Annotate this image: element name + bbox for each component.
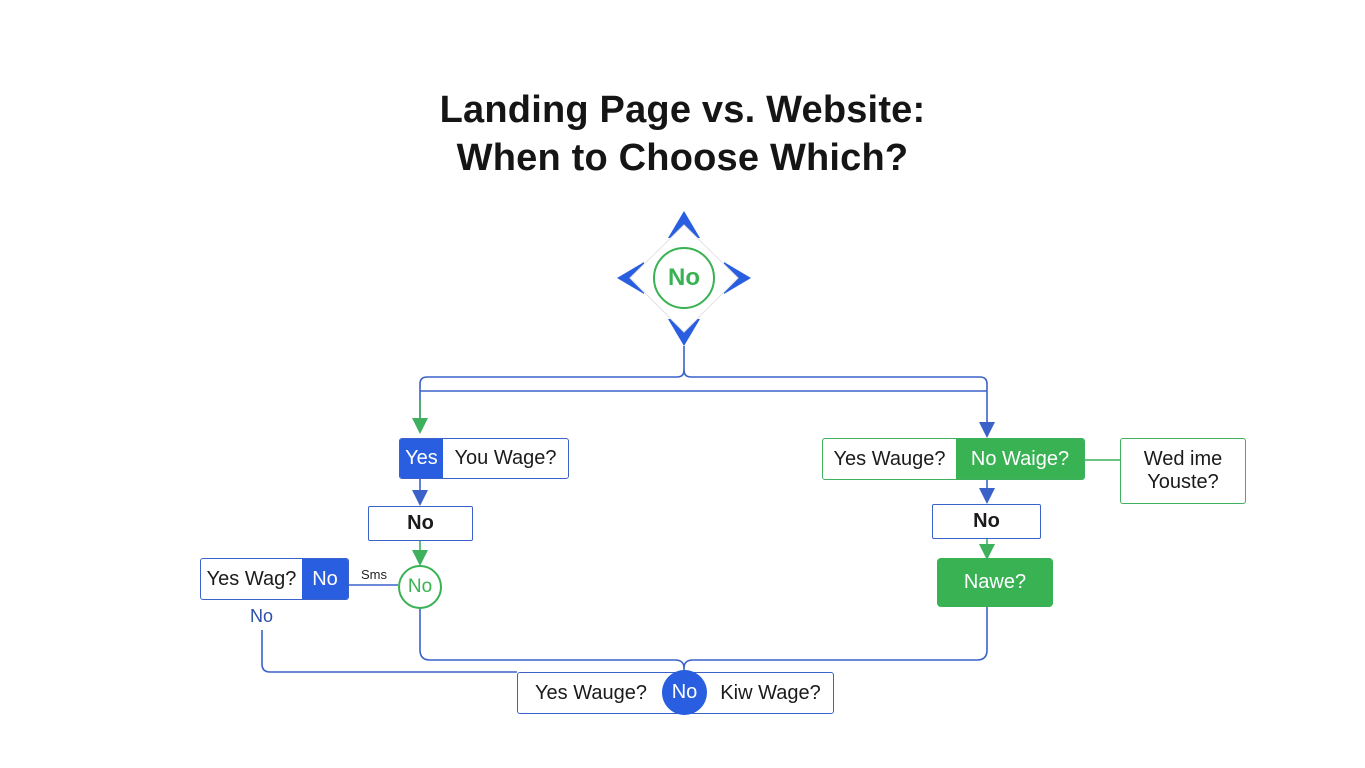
- left-question-node: Yes You Wage?: [399, 438, 569, 479]
- title-line-1: Landing Page vs. Website:: [439, 89, 926, 131]
- side-note-line-1: Wed ime: [1143, 448, 1223, 470]
- right-question-node: Yes Wauge? No Waige?: [822, 438, 1085, 480]
- question-label: You Wage?: [454, 447, 557, 469]
- side-note-line-2: Youste?: [1147, 471, 1219, 493]
- bottom-left-label: Yes Wauge?: [535, 681, 647, 704]
- left-no-box: No: [368, 506, 473, 541]
- left-side-node: Yes Wag? No: [200, 558, 349, 600]
- bottom-right-label: Kiw Wage?: [720, 681, 821, 704]
- right-question-label: Yes Wauge?: [833, 447, 946, 470]
- right-action-box: Nawe?: [937, 558, 1053, 607]
- side-no-tag: No: [302, 559, 348, 599]
- top-decision-no: No: [653, 247, 715, 309]
- loose-no-label: No: [250, 606, 274, 626]
- page-title: Landing Page vs. Website: When to Choose…: [0, 86, 1365, 182]
- bottom-no-circle: No: [662, 670, 707, 715]
- connector-label: Sms: [361, 567, 387, 582]
- title-line-2: When to Choose Which?: [456, 137, 909, 179]
- right-side-note: Wed ime Youste?: [1120, 438, 1246, 504]
- left-no-circle: No: [398, 565, 442, 609]
- side-question-label: Yes Wag?: [206, 567, 297, 590]
- right-no-box: No: [932, 504, 1041, 539]
- yes-tag: Yes: [400, 439, 443, 478]
- right-no-tag: No Waige?: [956, 439, 1084, 479]
